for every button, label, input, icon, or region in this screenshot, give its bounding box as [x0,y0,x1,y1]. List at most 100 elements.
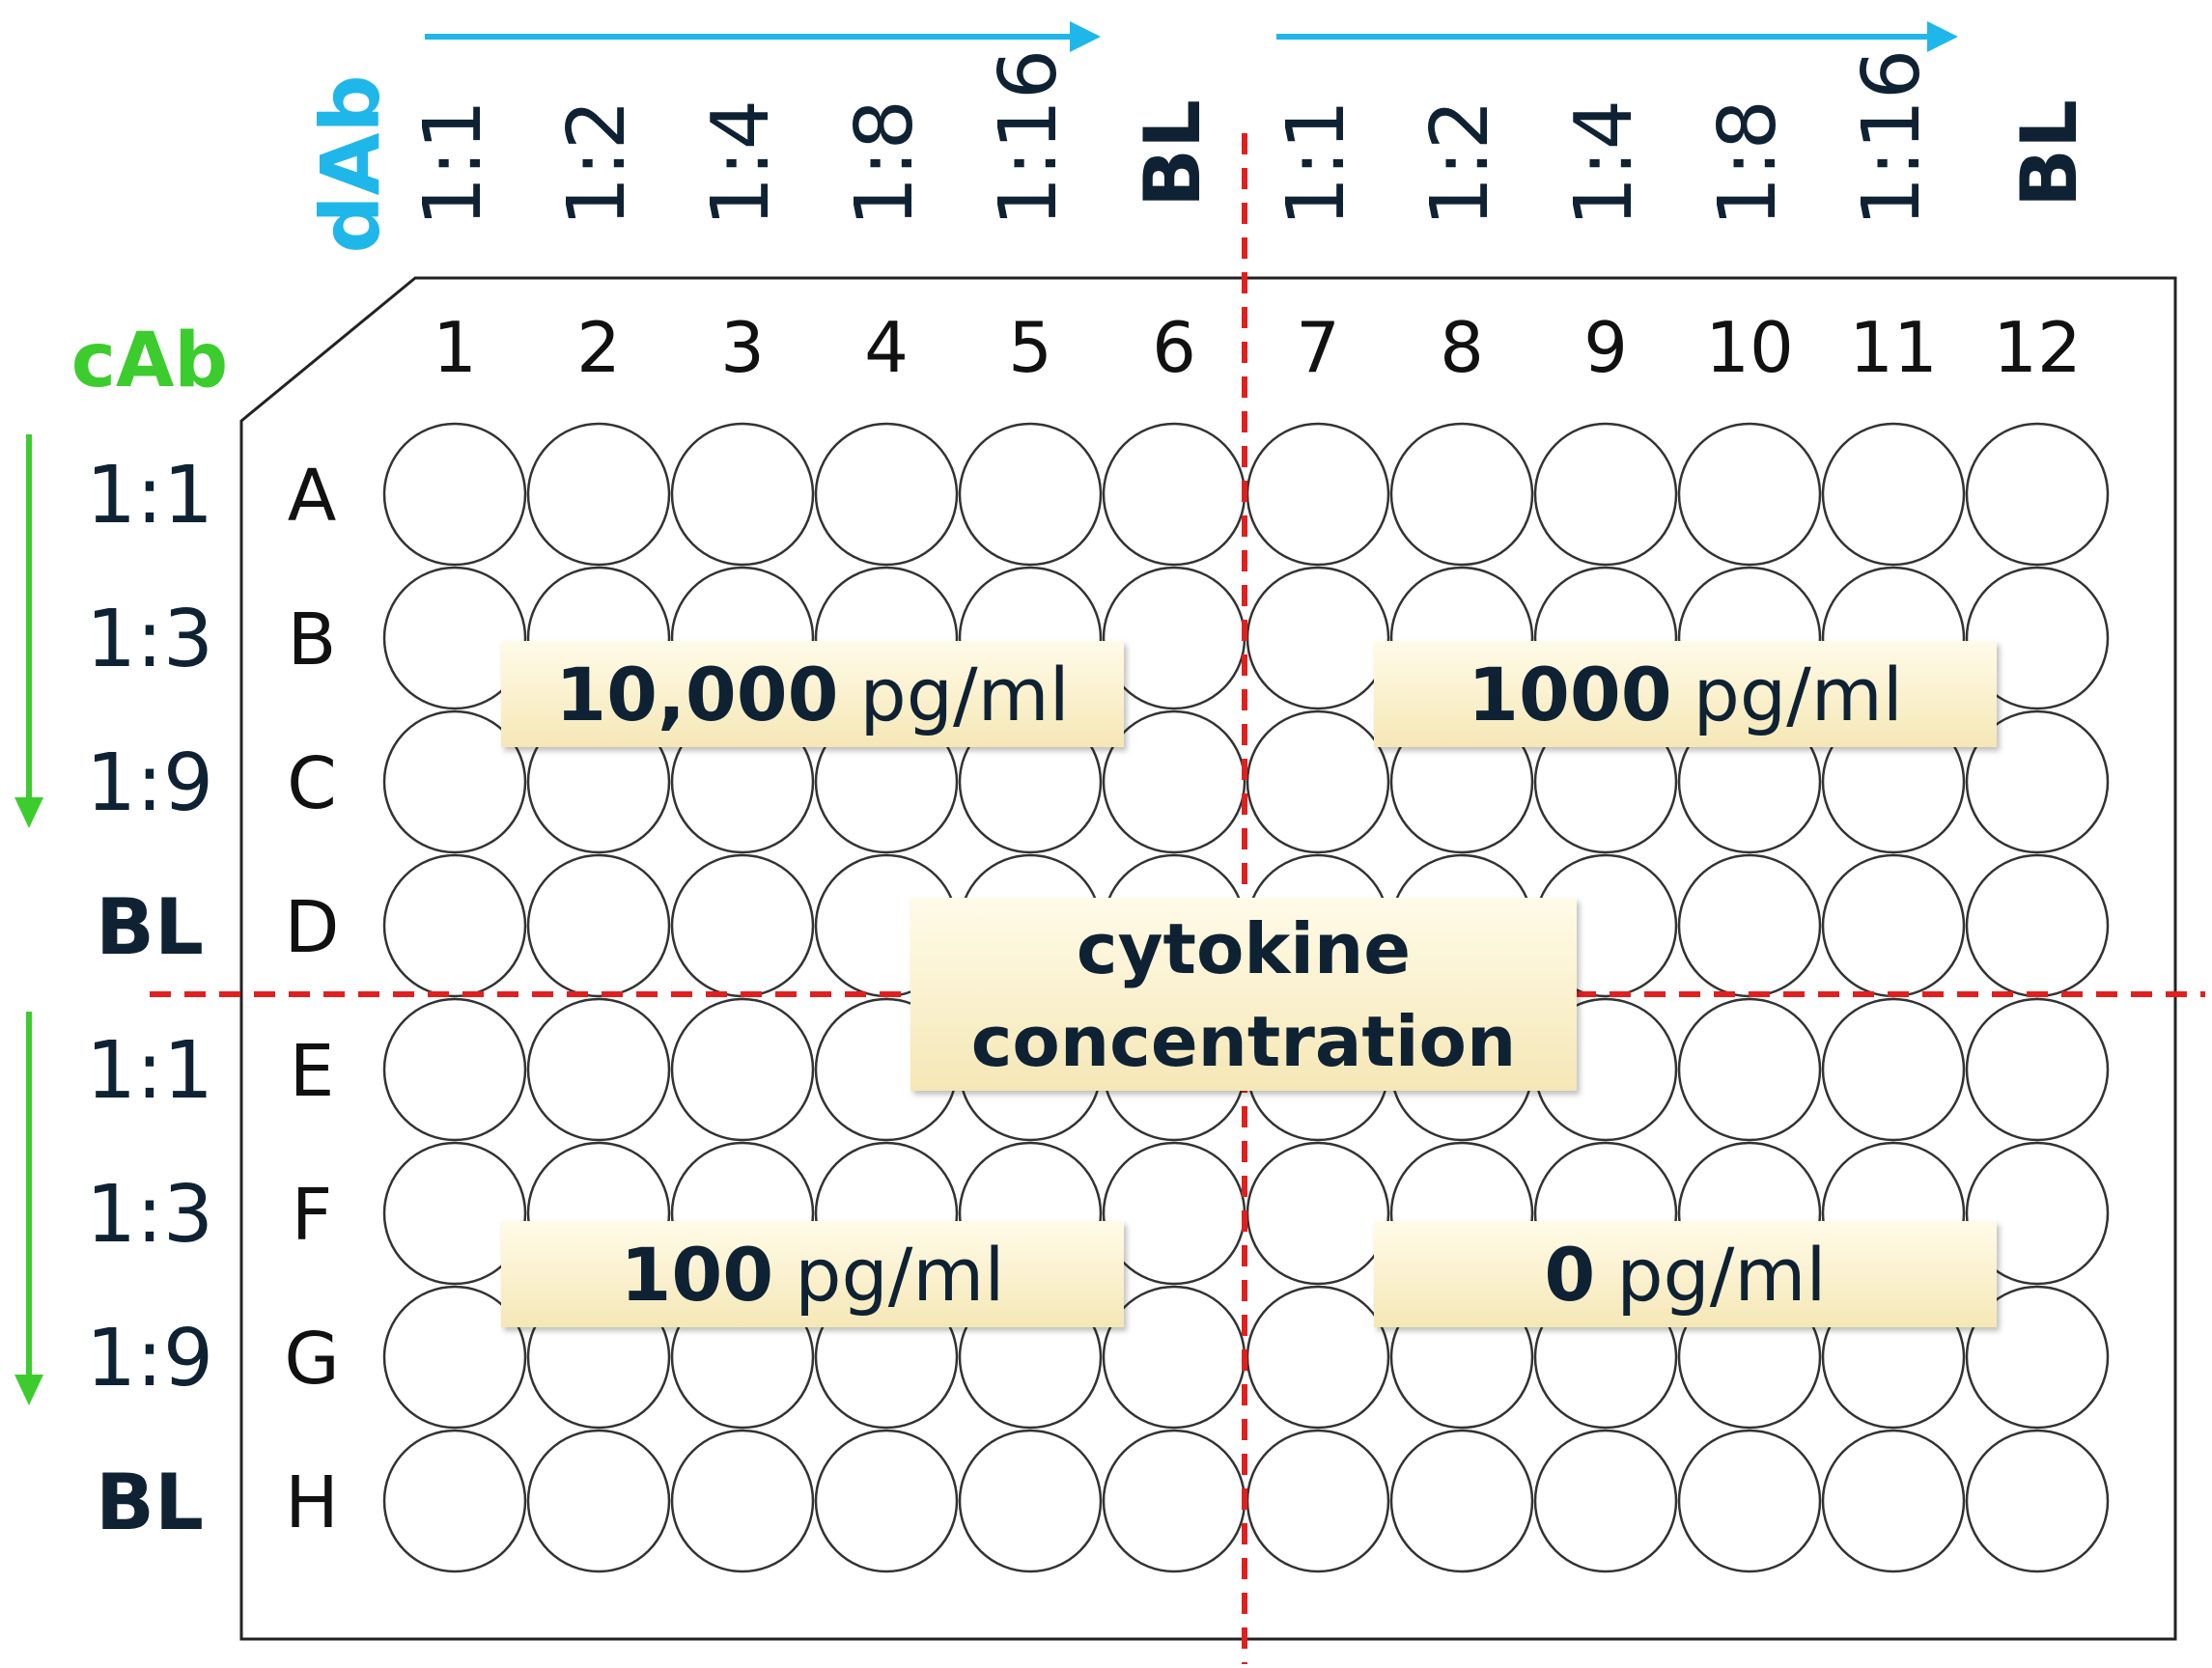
dab-dilution-label: 1:16 [1846,49,1938,227]
column-number: 10 [1705,307,1794,388]
well [382,1141,527,1286]
well [1246,1429,1390,1573]
well [1246,1285,1390,1430]
cab-label: cAb [71,318,228,404]
column-number: 3 [720,307,765,388]
well [1246,1141,1390,1286]
center-label-line1: cytokine [1077,908,1411,989]
well [1102,1141,1246,1286]
well [526,997,671,1142]
concentration-box: 1000 pg/ml [1374,641,1997,747]
concentration-text: 1000 pg/ml [1468,652,1903,737]
column-number: 1 [433,307,477,388]
well [382,422,527,567]
dab-dilution-label: 1:16 [983,49,1075,227]
well [1102,709,1246,854]
well [1246,566,1390,710]
well [1533,422,1678,567]
well [1821,997,1966,1142]
well [382,566,527,710]
well [1965,997,2110,1142]
cab-dilution-label: 1:1 [86,1025,213,1117]
column-number: 6 [1152,307,1196,388]
center-label: cytokine concentration [910,898,1577,1091]
well [1389,1429,1534,1573]
well [1246,422,1390,567]
well [1102,1285,1246,1430]
row-letter: G [284,1318,339,1401]
well-grid [382,422,2110,1573]
concentration-value: 1000 [1468,652,1672,737]
concentration-unit: pg/ml [1616,1232,1826,1318]
row-letter: F [292,1174,333,1257]
concentration-value: 100 [621,1232,774,1318]
well [670,997,815,1142]
column-number: 11 [1849,307,1938,388]
well [1677,422,1822,567]
well [1533,1429,1678,1573]
well [1965,709,2110,854]
well [1965,1141,2110,1286]
well [382,997,527,1142]
well [1677,1429,1822,1573]
concentration-unit: pg/ml [795,1232,1004,1318]
well [958,422,1103,567]
dab-blank-label: BL [1128,99,1218,208]
row-letter: D [285,886,340,969]
dab-blank-label: BL [2004,99,2094,208]
concentration-value: 0 [1544,1232,1595,1318]
row-letter: E [290,1030,335,1113]
column-number: 7 [1296,307,1340,388]
well [814,1429,959,1573]
arrow-down-icon [14,1012,43,1405]
well [382,1429,527,1573]
well [814,422,959,567]
well [1102,1429,1246,1573]
arrow-down-icon [14,434,43,828]
arrow-right-icon [425,21,1101,52]
arrow-right-icon [1276,21,1958,52]
well [1965,1429,2110,1573]
cab-dilution-label: 1:3 [86,594,213,685]
well [670,853,815,998]
cab-dilution-label: 1:9 [86,737,213,829]
well [1821,1429,1966,1573]
dab-dilution-label: 1:1 [1271,99,1362,227]
well [1246,709,1390,854]
well [526,1429,671,1573]
column-number: 4 [864,307,909,388]
dab-dilution-label: 1:1 [407,99,499,227]
well [526,422,671,567]
dab-dilution-label: 1:8 [1702,99,1794,227]
well [670,422,815,567]
column-number: 8 [1440,307,1484,388]
concentration-value: 10,000 [555,652,838,737]
well [382,709,527,854]
dab-dilution-label: 1:8 [839,99,931,227]
well [1677,997,1822,1142]
row-letter: A [288,455,337,538]
cab-dilution-label: 1:1 [86,450,213,542]
well [1965,566,2110,710]
cab-blank-label: BL [96,1458,204,1547]
well [1389,422,1534,567]
dab-dilution-label: 1:4 [1558,99,1650,227]
column-number: 9 [1583,307,1628,388]
well [958,1429,1103,1573]
concentration-unit: pg/ml [1694,652,1903,737]
dab-dilution-label: 1:2 [551,99,643,227]
dab-label: dAb [303,74,398,253]
